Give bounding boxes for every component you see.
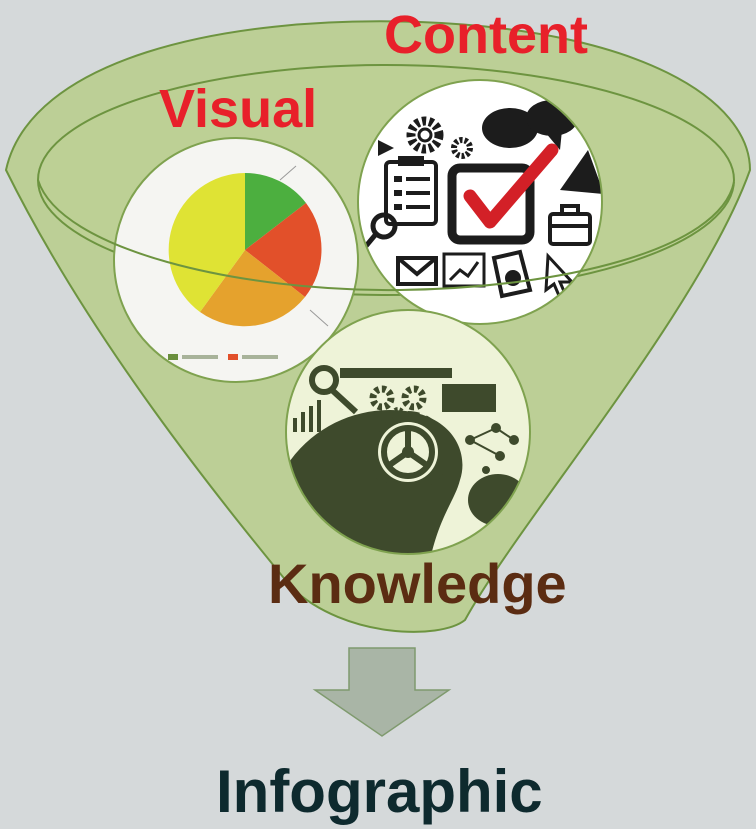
bar-chart-icon [293,400,321,432]
triangle-icon [560,150,602,194]
gear-icon [406,116,473,159]
infographic-label: Infographic [216,758,543,825]
pie-slice-yellow [168,173,245,312]
magnifier-icon [364,212,398,248]
clipboard-icon [384,156,438,226]
content-collage-icon [364,100,602,300]
visual-label: Visual [159,79,318,139]
checkbox-icon [447,143,559,245]
briefcase-icon [548,204,592,246]
pie-slice-orange [200,250,305,327]
knowledge-label: Knowledge [268,552,567,615]
magnifier-icon [309,365,359,415]
pie-slice-green [245,172,306,250]
network-icon [465,423,519,474]
visual-circle [113,137,359,383]
big-gear-icon [367,411,449,493]
screen-icon [442,384,496,412]
envelope-icon [396,256,438,286]
pie-chart-icon [114,140,358,382]
play-arrow-icon [378,140,394,156]
content-circle [357,79,603,325]
arrow-down-icon [312,647,452,737]
content-label: Content [384,5,588,65]
funnel-front-rim [37,179,735,292]
pie-slice-red [245,203,322,297]
small-gear-icon [369,385,427,421]
line-chart-icon [442,252,486,288]
